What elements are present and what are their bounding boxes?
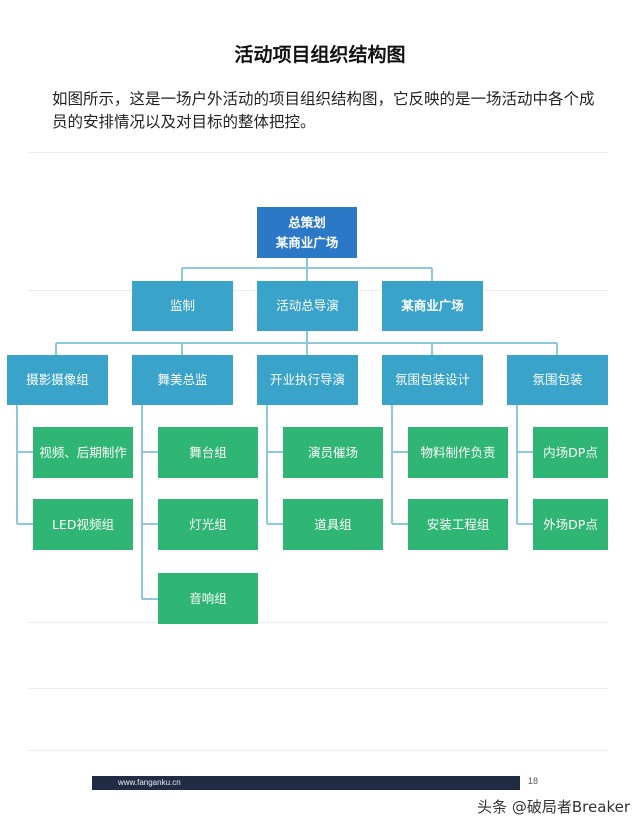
org-node-leaf: 物料制作负责 [408, 427, 508, 478]
org-node-group: 氛围包装设计 [382, 355, 483, 405]
org-node-leaf: 灯光组 [158, 499, 258, 550]
org-node-leaf: 安装工程组 [408, 499, 508, 550]
org-node-leaf: 道具组 [283, 499, 383, 550]
org-node-leaf: 舞台组 [158, 427, 258, 478]
org-node-level1: 监制 [132, 281, 233, 331]
faint-rule [28, 152, 608, 153]
org-node-group: 摄影摄像组 [7, 355, 108, 405]
org-node-root: 总策划 某商业广场 [257, 207, 357, 258]
org-node-leaf: 外场DP点 [533, 499, 608, 550]
org-node-level1: 活动总导演 [257, 281, 358, 331]
page-title: 活动项目组织结构图 [234, 44, 406, 66]
faint-rule [28, 622, 608, 623]
org-node-leaf: 演员催场 [283, 427, 383, 478]
org-node-group: 舞美总监 [132, 355, 233, 405]
org-node-root-line1: 总策划 [288, 214, 326, 230]
page-number: 18 [528, 776, 539, 786]
org-node-leaf: 内场DP点 [533, 427, 608, 478]
org-node-group: 氛围包装 [507, 355, 608, 405]
org-node-leaf: 视频、后期制作 [33, 427, 133, 478]
org-node-leaf: LED视频组 [33, 499, 133, 550]
org-node-level1: 某商业广场 [382, 281, 483, 331]
watermark: 头条 @破局者Breaker [477, 798, 630, 816]
faint-rule [28, 688, 608, 689]
intro-paragraph: 如图所示，这是一场户外活动的项目组织结构图，它反映的是一场活动中各个成员的安排情… [52, 90, 595, 131]
org-node-root-line2: 某商业广场 [275, 234, 339, 250]
faint-rule [28, 750, 608, 751]
org-node-group: 开业执行导演 [257, 355, 358, 405]
footer-url: www.fanganku.cn [118, 778, 181, 787]
org-node-leaf: 音响组 [158, 573, 258, 624]
footer-bar [92, 776, 520, 790]
